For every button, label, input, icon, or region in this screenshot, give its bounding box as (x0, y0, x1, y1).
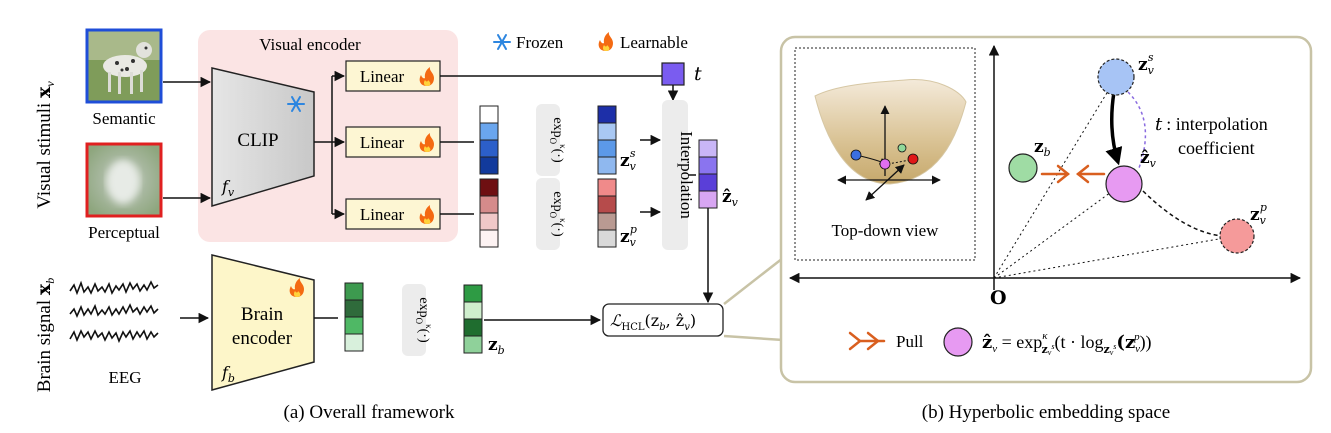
interp-coefficient-text: t: interpolation (1155, 114, 1268, 135)
point-zhat-label: ẑv (1140, 148, 1157, 170)
brain-encoder-label: Brain (241, 304, 284, 325)
linear-layer-semantic: Linear (345, 126, 441, 158)
zp-label: zvp (620, 223, 637, 249)
svg-text:Linear: Linear (360, 205, 405, 224)
origin-label: O (990, 287, 1007, 309)
loss-box: ℒHCL(zb, ẑv) (602, 303, 724, 337)
clip-function-label: fv (221, 177, 235, 199)
pull-label: Pull (896, 332, 924, 351)
visual-stimuli-label: Visual stimuli xv (33, 81, 57, 209)
brain-function-label: fb (221, 363, 235, 385)
legend-frozen: Frozen (516, 33, 564, 52)
t-token (661, 62, 685, 86)
snowflake-icon (287, 96, 305, 112)
svg-text:Linear: Linear (360, 67, 405, 86)
interpolated-vector (698, 139, 718, 209)
visual-encoder-title: Visual encoder (259, 35, 361, 54)
svg-text:expOκ(·): expOκ(·) (548, 191, 568, 237)
brain-signal-label: Brain signal xb (33, 278, 57, 392)
semantic-euclidean-vector (479, 105, 499, 175)
point-zhat (1105, 165, 1143, 203)
perceptual-image (85, 142, 163, 218)
snowflake-icon (493, 34, 511, 50)
eeg-wave-icon (69, 280, 159, 344)
interp-coefficient-text-2: coefficient (1178, 138, 1255, 158)
svg-text:expOκ(·): expOκ(·) (414, 297, 434, 343)
flame-icon (419, 133, 434, 152)
point-zb (1008, 153, 1038, 183)
clip-label: CLIP (237, 130, 278, 151)
zs-label: zvs (620, 147, 637, 173)
interpolation-block: Interpolation (662, 100, 696, 250)
svg-text:Interpolation: Interpolation (677, 131, 696, 219)
t-label: t (694, 63, 702, 85)
svg-text:expOκ(·): expOκ(·) (548, 117, 568, 163)
zb-label: zb (488, 335, 505, 357)
linear-layer-t: Linear (345, 60, 441, 92)
pull-arrow-icon (848, 331, 886, 351)
caption-b: (b) Hyperbolic embedding space (922, 402, 1171, 423)
point-zb-label: zb (1034, 137, 1051, 159)
point-zp-label: zvp (1250, 201, 1267, 227)
pull-arrow-icon (1040, 164, 1106, 184)
semantic-label: Semantic (92, 109, 156, 128)
flame-icon (419, 205, 434, 224)
svg-text:Linear: Linear (360, 133, 405, 152)
zhat-label: ẑv (722, 187, 739, 209)
semantic-image (85, 28, 163, 104)
flame-icon (289, 278, 304, 297)
point-zp (1219, 218, 1255, 254)
perceptual-euclidean-vector (479, 178, 499, 248)
brain-hyperbolic-vector (463, 284, 483, 354)
top-down-inset (794, 47, 976, 261)
eeg-label: EEG (108, 368, 141, 387)
legend-learnable: Learnable (620, 33, 688, 52)
brain-encoder-label-2: encoder (232, 328, 293, 349)
flame-icon (419, 67, 434, 86)
brain-euclidean-vector (344, 282, 364, 352)
exp-map-operator: expOκ(·) (536, 104, 568, 176)
clip-encoder-block (211, 67, 315, 208)
legend-zhat-point (943, 327, 973, 357)
point-zs-label: zvs (1138, 51, 1155, 77)
top-down-label: Top-down view (832, 221, 940, 240)
exp-map-operator: expOκ(·) (536, 178, 568, 250)
linear-layer-perceptual: Linear (345, 198, 441, 230)
svg-text:ℒHCL(zb, ẑv): ℒHCL(zb, ẑv) (610, 311, 696, 333)
perceptual-label: Perceptual (88, 223, 160, 242)
perceptual-hyperbolic-vector (597, 178, 617, 248)
exp-map-operator: expOκ(·) (402, 284, 434, 356)
point-zs (1097, 58, 1135, 96)
semantic-hyperbolic-vector (597, 105, 617, 175)
caption-a: (a) Overall framework (284, 402, 455, 423)
flame-icon (598, 32, 613, 51)
brain-encoder-block (211, 254, 315, 391)
